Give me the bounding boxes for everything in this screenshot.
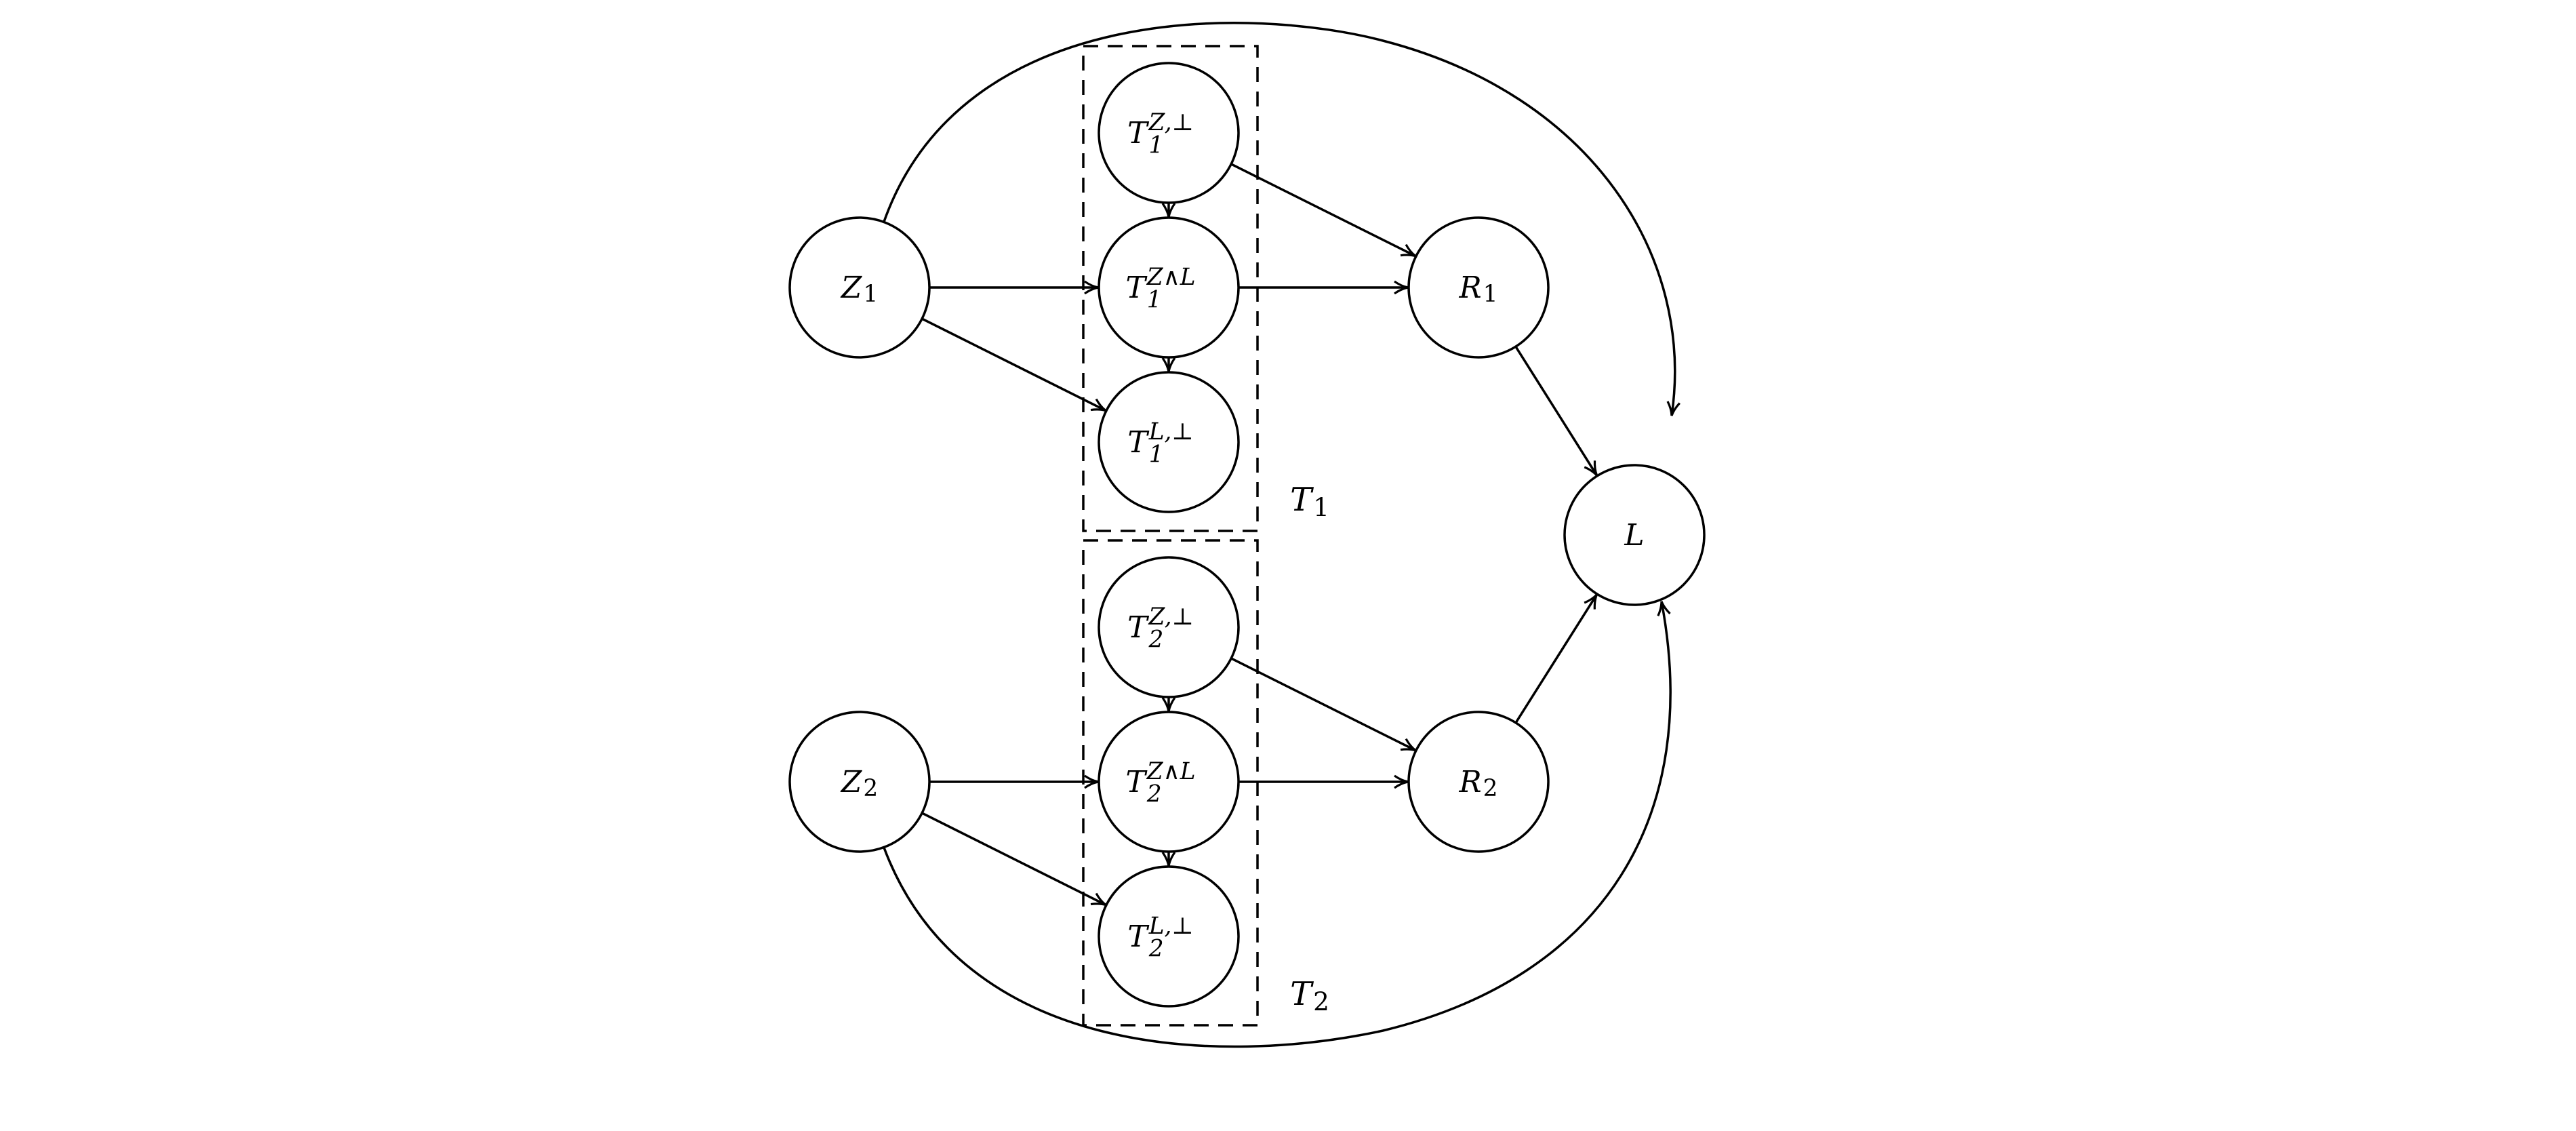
edge-z1-to-t1lb [921, 317, 1106, 412]
node-r1-label: R1 [1459, 271, 1498, 309]
node-t2lb: TL,⊥2 [1098, 865, 1240, 1008]
node-t1lb: TL,⊥1 [1098, 371, 1240, 513]
node-t2zb-label: TZ,⊥ [1127, 603, 1194, 645]
node-t1zl-label-subscript: 1 [1147, 286, 1162, 313]
node-t2zl-label-subscript: 2 [1146, 780, 1162, 808]
node-t1zl-label: TZ∧L [1125, 264, 1195, 305]
node-z1-label: Z1 [840, 271, 878, 309]
node-l: L [1563, 464, 1706, 606]
edge-t1zb-to-r1 [1230, 163, 1416, 258]
node-t1lb-label: TL,⊥ [1127, 418, 1193, 460]
node-l-circle [1563, 464, 1706, 606]
node-t1zl: TZ∧L1 [1098, 216, 1240, 359]
edge-z2-to-t2lb [921, 812, 1106, 907]
node-z1: Z1 [788, 216, 931, 359]
node-z2: Z2 [788, 711, 931, 853]
edge-z1-to-l [883, 22, 1681, 416]
node-r2: R2 [1407, 711, 1550, 853]
node-r2-label: R2 [1459, 765, 1498, 803]
plate-t2-label: T2 [1290, 975, 1329, 1016]
plate-t1-label: T1 [1290, 481, 1329, 522]
edge-t2zb-to-r2 [1230, 657, 1416, 752]
edge-r2-to-l [1514, 593, 1598, 723]
edge-z2-to-l [883, 601, 1672, 1048]
node-t1zb-label: TZ,⊥ [1127, 109, 1194, 151]
node-z2-label: Z2 [840, 765, 878, 803]
node-t2zb-label-subscript: 2 [1148, 626, 1163, 653]
node-t2zl-circle [1098, 711, 1240, 853]
node-t2zb-circle [1098, 556, 1240, 698]
node-t2lb-label: TL,⊥ [1127, 913, 1193, 954]
node-r1: R1 [1407, 216, 1550, 359]
node-l-label: L [1624, 518, 1644, 553]
node-t1zb-circle [1098, 62, 1240, 204]
node-z1-circle [788, 216, 931, 359]
edge-r1-to-l [1514, 346, 1598, 477]
node-t1zl-circle [1098, 216, 1240, 359]
node-t2zl-label: TZ∧L [1125, 758, 1195, 799]
node-t1lb-circle [1098, 371, 1240, 513]
node-t2zl: TZ∧L2 [1098, 711, 1240, 853]
node-r2-circle [1407, 711, 1550, 853]
node-t2lb-circle [1098, 865, 1240, 1008]
node-t1zb: TZ,⊥1 [1098, 62, 1240, 204]
node-r1-circle [1407, 216, 1550, 359]
node-t1lb-label-subscript: 1 [1149, 441, 1164, 468]
node-z2-circle [788, 711, 931, 853]
node-t2zb: TZ,⊥2 [1098, 556, 1240, 698]
node-t2lb-label-subscript: 2 [1148, 935, 1164, 962]
node-t1zb-label-subscript: 1 [1148, 132, 1163, 159]
